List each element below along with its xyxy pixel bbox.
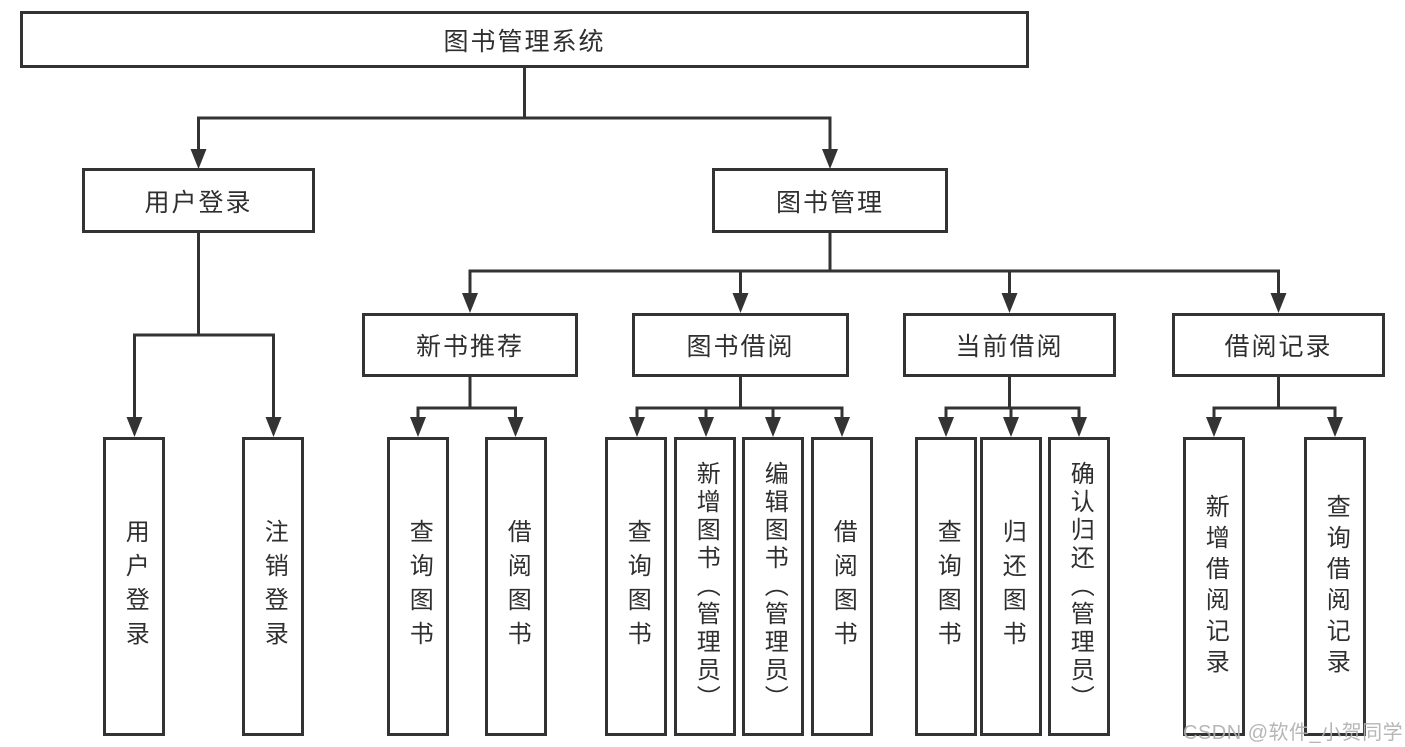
leaf-user-login: 用户登录 <box>103 437 165 736</box>
leaf-add-book-admin: 新增图书（管理员） <box>674 437 736 736</box>
node-current-borrow: 当前借阅 <box>903 313 1116 377</box>
leaf-query-books-borrow: 查询图书 <box>605 437 667 736</box>
node-label: 注销登录 <box>260 518 288 655</box>
connector-user-login-children <box>126 233 282 437</box>
node-label: 查询图书 <box>933 518 961 655</box>
leaf-query-books-current: 查询图书 <box>915 437 977 736</box>
leaf-logout: 注销登录 <box>242 437 304 736</box>
csdn-watermark: CSDN @软件_小贺同学 <box>1183 722 1404 744</box>
node-label: 新增借阅记录 <box>1201 493 1229 680</box>
node-root-library-system: 图书管理系统 <box>20 11 1029 68</box>
node-label: 确认归还（管理员） <box>1066 460 1094 713</box>
node-label: 新增图书（管理员） <box>692 460 720 713</box>
connector-new-book-children <box>410 377 524 437</box>
node-label: 图书管理 <box>775 188 884 217</box>
leaf-add-borrow-record: 新增借阅记录 <box>1183 437 1245 736</box>
node-label: 查询图书 <box>405 518 433 655</box>
node-label: 图书管理系统 <box>443 27 606 56</box>
node-label: 借阅图书 <box>829 518 857 655</box>
leaf-confirm-return-admin: 确认归还（管理员） <box>1048 437 1110 736</box>
leaf-query-books-recommend: 查询图书 <box>387 437 449 736</box>
node-book-management: 图书管理 <box>712 168 948 233</box>
leaf-query-borrow-record: 查询借阅记录 <box>1304 437 1366 736</box>
node-label: 借阅图书 <box>503 518 531 655</box>
connector-current-borrow-children <box>938 377 1087 437</box>
node-label: 新书推荐 <box>415 333 524 361</box>
node-label: 当前借阅 <box>955 333 1064 361</box>
connector-borrow-records-children <box>1206 377 1343 437</box>
leaf-borrow-books: 借阅图书 <box>811 437 873 736</box>
leaf-return-book: 归还图书 <box>980 437 1042 736</box>
node-label: 查询借阅记录 <box>1322 493 1350 680</box>
node-label: 用户登录 <box>144 188 253 217</box>
node-label: 编辑图书（管理员） <box>760 460 788 713</box>
node-label: 归还图书 <box>998 518 1026 655</box>
leaf-edit-book-admin: 编辑图书（管理员） <box>742 437 804 736</box>
node-label: 图书借阅 <box>686 333 795 361</box>
connector-book-management-children <box>462 233 1287 313</box>
connector-root-to-level2 <box>190 68 838 169</box>
leaf-borrow-books-recommend: 借阅图书 <box>485 437 547 736</box>
node-user-login: 用户登录 <box>82 168 315 233</box>
node-label: 用户登录 <box>121 518 149 655</box>
node-label: 借阅记录 <box>1224 333 1333 361</box>
node-borrow-records: 借阅记录 <box>1172 313 1385 377</box>
node-label: 查询图书 <box>623 518 651 655</box>
connector-book-borrow-children <box>629 377 850 437</box>
node-book-borrow: 图书借阅 <box>632 313 849 377</box>
node-new-book-recommend: 新书推荐 <box>362 313 578 377</box>
